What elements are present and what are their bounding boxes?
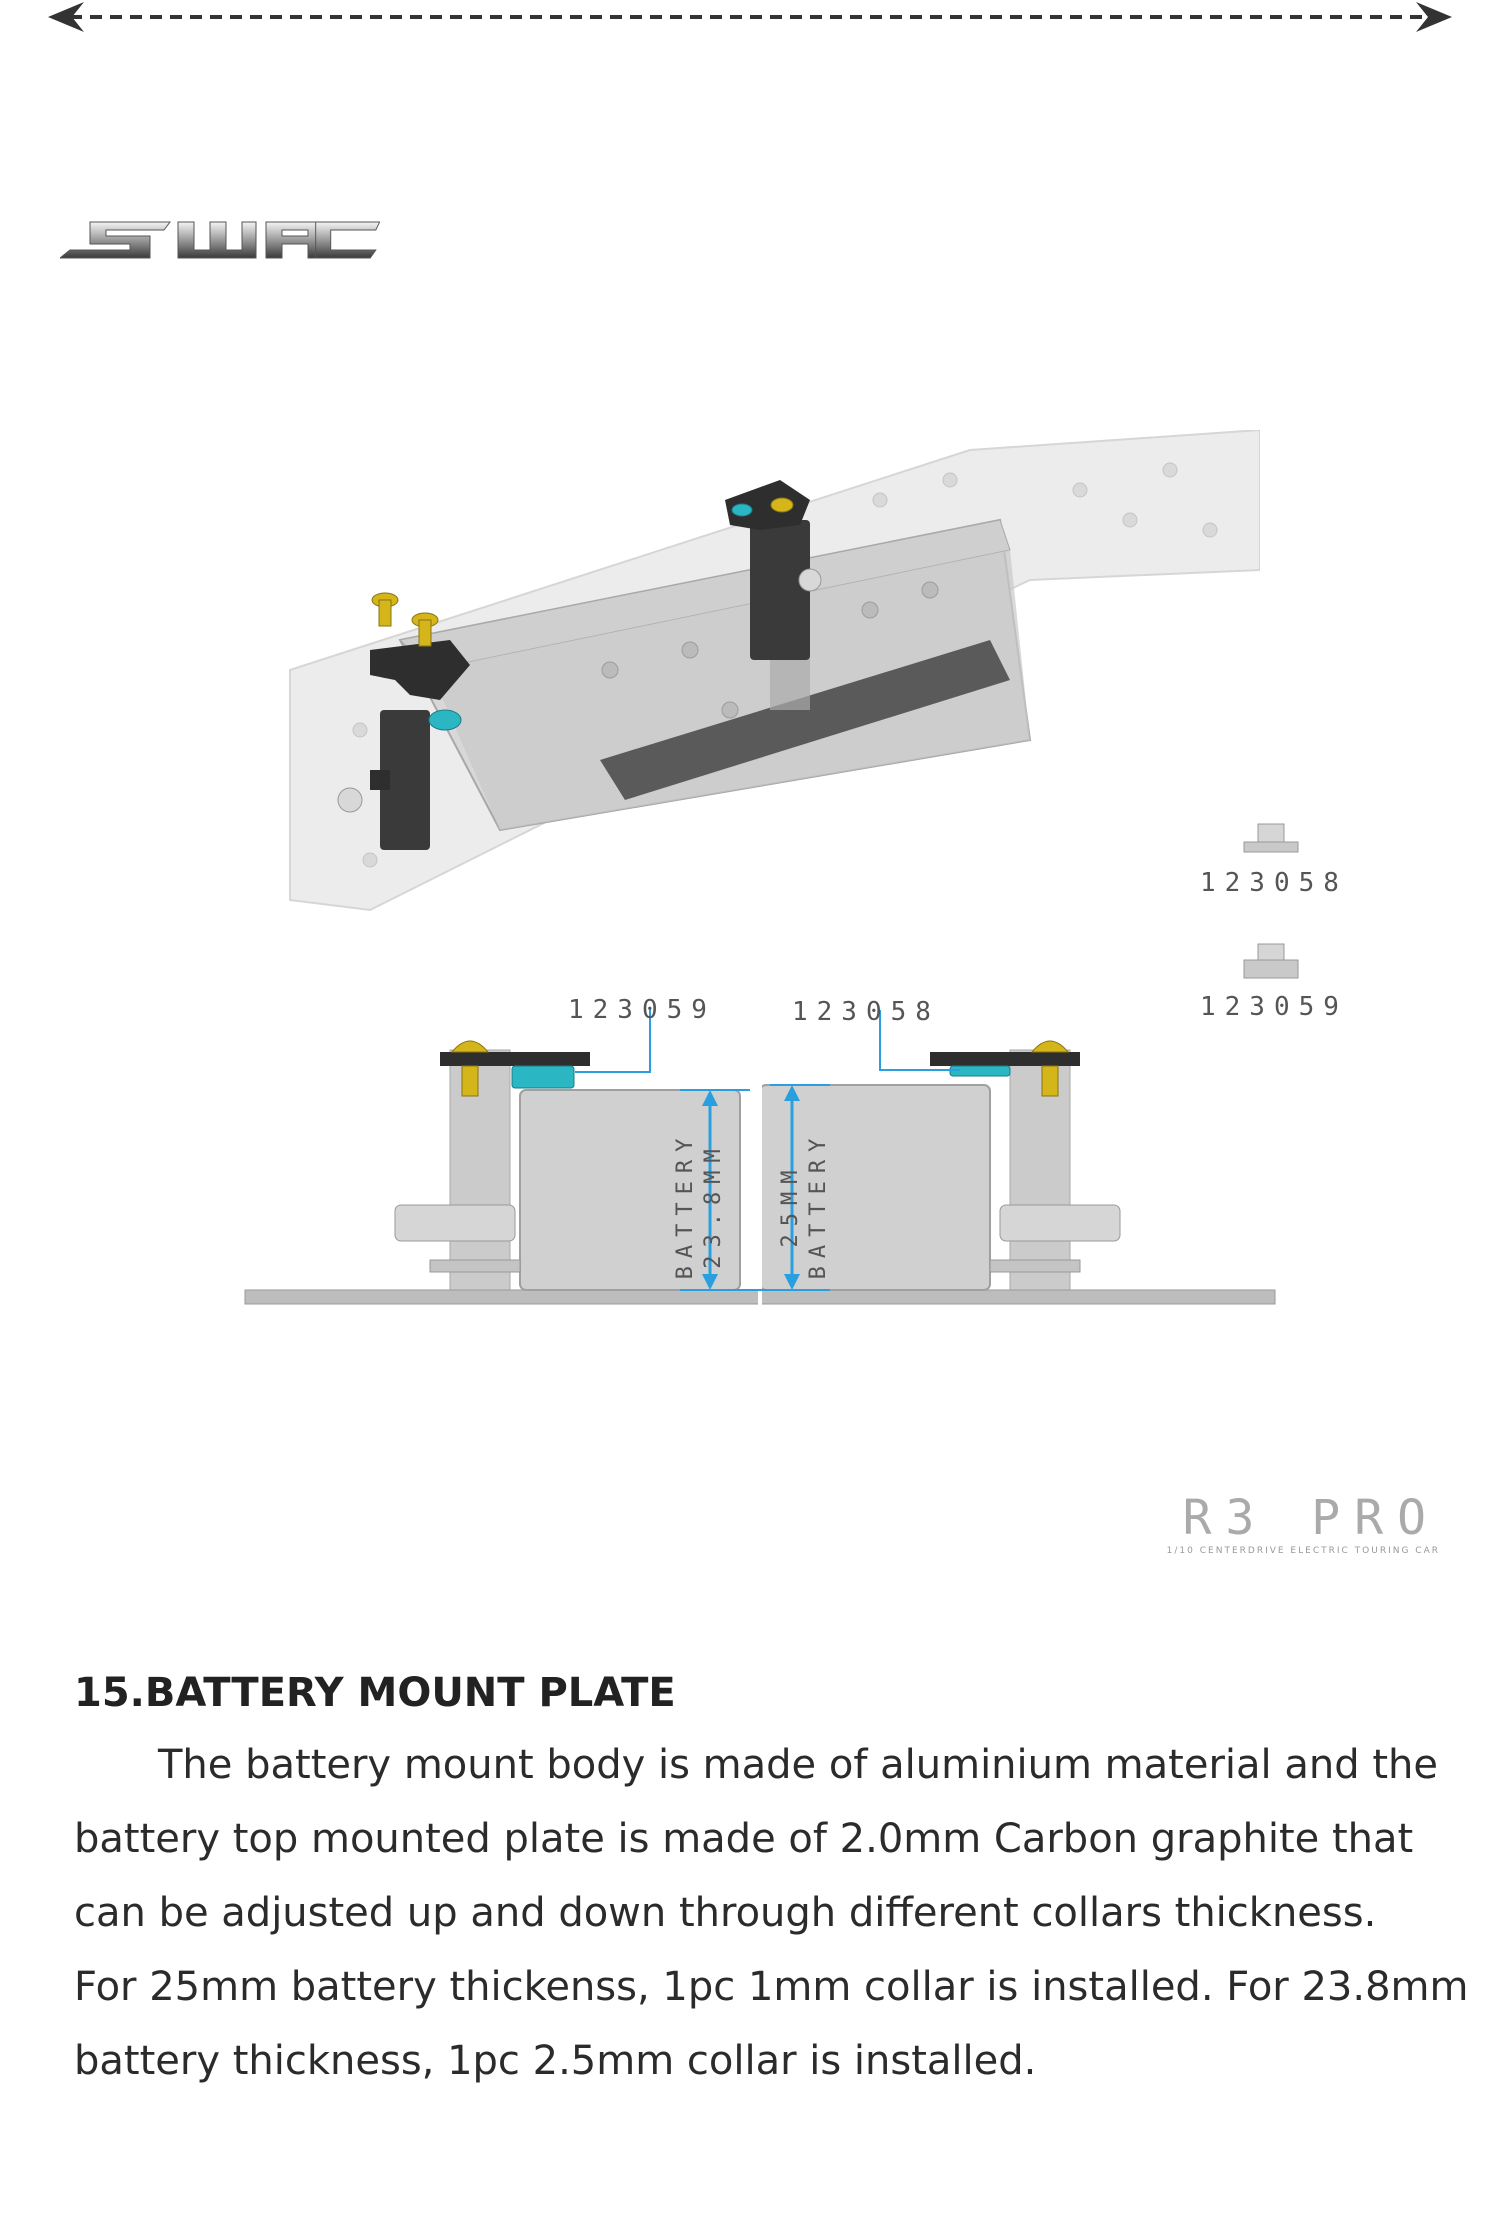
part-code-123059: 123059 xyxy=(1200,992,1348,1022)
brand-subtitle: 1/10 CENTERDRIVE ELECTRIC TOURING CAR xyxy=(1166,1546,1440,1556)
battery-left xyxy=(519,1089,741,1291)
right-side-plate xyxy=(930,1052,1080,1066)
left-carbon-plate xyxy=(370,640,470,700)
battery-mount-3d-illustration xyxy=(289,430,1260,912)
battery-value-right: 25MM xyxy=(778,1162,803,1248)
collar-123058-icon xyxy=(1243,823,1299,853)
collar-123059-icon xyxy=(1243,943,1299,979)
body-line: battery thickness, 1pc 2.5mm collar is i… xyxy=(74,2038,1037,2084)
gold-screw xyxy=(371,592,439,647)
top-divider-arrow xyxy=(48,2,1452,32)
left-post xyxy=(380,710,430,850)
right-carbon-plate xyxy=(725,480,810,530)
r3-pro-brand: R3 PRO 1/10 CENTERDRIVE ELECTRIC TOURING… xyxy=(1167,1490,1440,1556)
body-line: battery top mounted plate is made of 2.0… xyxy=(74,1816,1414,1862)
battery-value-left: 23.8MM xyxy=(701,1141,726,1269)
brand-model: R3 PRO xyxy=(1182,1490,1440,1546)
battery-label-left: BATTERY xyxy=(673,1130,698,1280)
collar-25mm xyxy=(511,1065,575,1089)
side-view-diagram xyxy=(244,1010,1276,1315)
callout-code-right: 123058 xyxy=(792,997,940,1027)
section-title: 15.BATTERY MOUNT PLATE xyxy=(74,1670,676,1716)
part-code-123058: 123058 xyxy=(1200,868,1348,898)
battery-label-right: BATTERY xyxy=(806,1130,831,1280)
body-line: can be adjusted up and down through diff… xyxy=(74,1890,1377,1936)
teal-collar xyxy=(428,709,462,731)
left-side-plate xyxy=(440,1052,590,1066)
callout-code-left: 123059 xyxy=(568,995,716,1025)
battery-label-right-group: 25MM BATTERY xyxy=(777,1075,833,1335)
right-post xyxy=(750,520,810,660)
battery-label-left-group: BATTERY 23.8MM xyxy=(672,1075,728,1335)
body-line: For 25mm battery thickenss, 1pc 1mm coll… xyxy=(74,1964,1469,2010)
section-body: The battery mount body is made of alumin… xyxy=(74,1728,1474,2098)
swac-logo xyxy=(58,210,381,270)
body-line: The battery mount body is made of alumin… xyxy=(158,1742,1438,1788)
battery-strip xyxy=(600,640,1010,800)
